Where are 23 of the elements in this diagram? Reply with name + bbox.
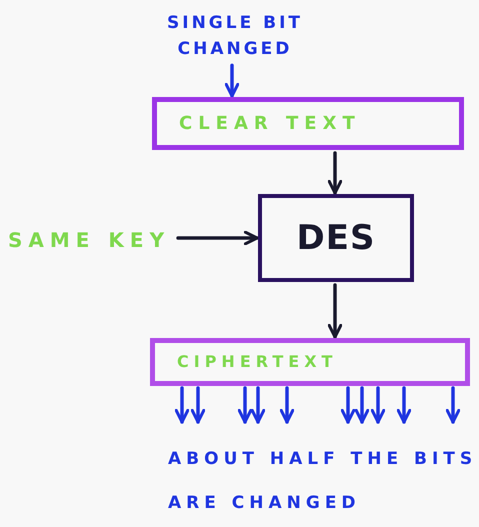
- input-text: SAME KEY: [8, 226, 170, 254]
- arrow: [280, 386, 294, 424]
- arrow: [238, 386, 252, 424]
- annotation-text: SINGLE BIT CHANGED: [166, 12, 304, 61]
- note-text: ABOUT HALF THE BITS ARE CHANGED: [168, 448, 478, 515]
- arrow: [370, 386, 386, 424]
- process-box: [258, 194, 414, 282]
- arrow: [328, 283, 342, 339]
- arrow: [340, 386, 356, 424]
- arrow: [190, 386, 206, 424]
- arrow: [250, 386, 266, 424]
- arrow: [174, 386, 190, 424]
- arrow: [446, 386, 460, 424]
- arrow: [224, 64, 240, 98]
- box-label: DES: [296, 216, 376, 260]
- process-box: [152, 97, 464, 150]
- box-label: CLEAR TEXT: [179, 112, 361, 136]
- box-label: CIPHERTEXT: [177, 350, 338, 373]
- arrow: [328, 151, 342, 195]
- process-box: [150, 338, 470, 386]
- arrow: [396, 386, 412, 424]
- arrow: [176, 230, 259, 246]
- arrow: [354, 386, 370, 424]
